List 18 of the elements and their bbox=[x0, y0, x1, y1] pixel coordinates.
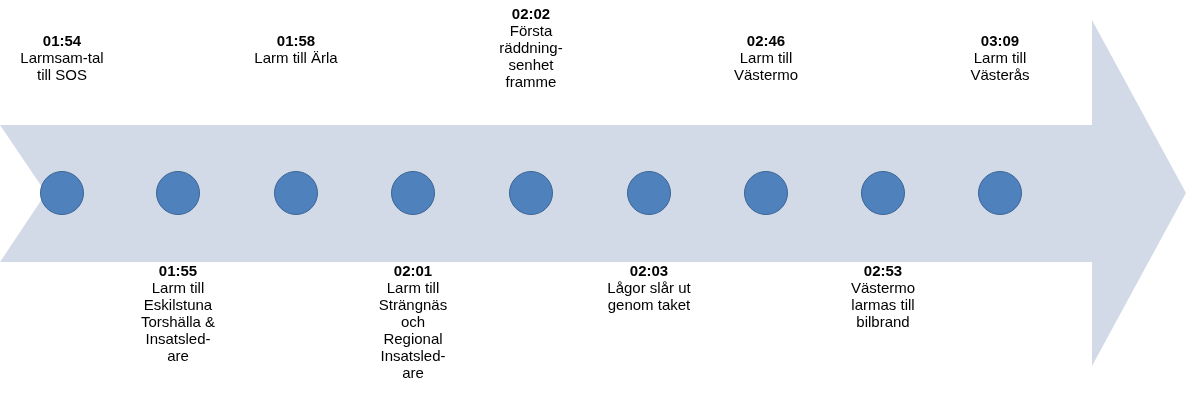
event-text: Larm till Ärla bbox=[254, 49, 338, 66]
time-label: 02:53 bbox=[862, 262, 904, 279]
event-text: Larmsam-tal till SOS bbox=[20, 49, 104, 83]
time-label: 03:09 bbox=[979, 32, 1021, 49]
event-text: Larm till Strängnäs och Regional Insatsled-are bbox=[377, 279, 449, 381]
time-label: 02:02 bbox=[510, 5, 552, 22]
time-label: 01:58 bbox=[275, 32, 317, 49]
event-text: Lågor slår ut genom taket bbox=[607, 279, 691, 313]
time-label: 01:54 bbox=[41, 32, 83, 49]
event-text: Västermo larmas till bilbrand bbox=[849, 279, 917, 330]
time-label: 02:01 bbox=[392, 262, 434, 279]
time-label: 01:55 bbox=[157, 262, 199, 279]
event-text: Första räddning-senhet framme bbox=[498, 22, 564, 90]
event-text: Larm till Västerås bbox=[969, 49, 1031, 83]
event-text: Larm till Eskilstuna Torshälla & Insatsled-are bbox=[139, 279, 217, 364]
event-text: Larm till Västermo bbox=[732, 49, 800, 83]
time-label: 02:03 bbox=[628, 262, 670, 279]
time-label: 02:46 bbox=[745, 32, 787, 49]
